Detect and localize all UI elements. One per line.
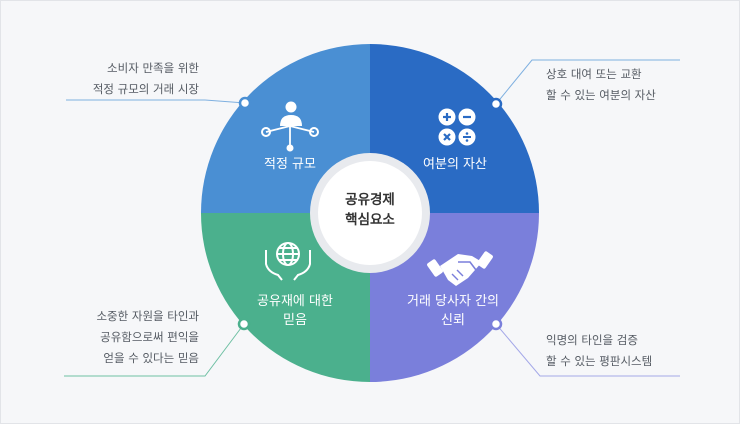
connector-bottom-right bbox=[495, 323, 680, 377]
quadrant-label-line: 적정 규모 bbox=[264, 157, 316, 172]
annotation-line: 얻을 수 있다는 믿음 bbox=[103, 351, 199, 365]
quadrant-label-line: 거래 당사자 간의 bbox=[407, 294, 499, 309]
quadrant-label-line: 여분의 자산 bbox=[423, 157, 487, 172]
center-title-line: 핵심요소 bbox=[345, 212, 395, 228]
quadrant-label-line: 신뢰 bbox=[441, 313, 465, 328]
handshake-icon bbox=[427, 251, 493, 286]
quadrant-label-bottom-left: 공유재에 대한 믿음 bbox=[230, 292, 360, 330]
connector-top-left bbox=[66, 99, 246, 104]
connector-top-right bbox=[495, 59, 680, 105]
annotation-bottom-right: 익명의 타인을 검증 할 수 있는 평판시스템 bbox=[546, 330, 652, 372]
center-circle bbox=[318, 161, 422, 265]
connector-bottom-left bbox=[64, 323, 245, 377]
annotation-line: 할 수 있는 여분의 자산 bbox=[546, 88, 656, 102]
math-operators-icon bbox=[438, 108, 476, 146]
annotation-bottom-left: 소중한 자원을 타인과 공유함으로써 편익을 얻을 수 있다는 믿음 bbox=[96, 306, 199, 369]
center-title: 공유경제 핵심요소 bbox=[320, 190, 420, 230]
quadrant-label-line: 공유재에 대한 bbox=[257, 294, 333, 309]
annotation-line: 상호 대여 또는 교환 bbox=[546, 67, 642, 81]
annotation-line: 공유함으로써 편익을 bbox=[100, 330, 199, 344]
annotation-top-right: 상호 대여 또는 교환 할 수 있는 여분의 자산 bbox=[546, 64, 656, 106]
annotation-line: 적정 규모의 거래 시장 bbox=[92, 82, 199, 96]
quadrant-label-bottom-right: 거래 당사자 간의 신뢰 bbox=[388, 292, 518, 330]
network-person-icon bbox=[261, 101, 319, 152]
quadrant-label-top-right: 여분의 자산 bbox=[390, 155, 520, 174]
annotation-line: 소중한 자원을 타인과 bbox=[96, 309, 199, 323]
annotation-line: 소비자 만족을 위한 bbox=[107, 61, 199, 75]
center-title-line: 공유경제 bbox=[345, 192, 395, 208]
connector-dot-top-left bbox=[238, 96, 252, 110]
quadrant-label-line: 믿음 bbox=[283, 313, 307, 328]
connector-dot-bottom-left bbox=[237, 317, 251, 331]
annotation-line: 할 수 있는 평판시스템 bbox=[546, 354, 653, 368]
quadrant-label-top-left: 적정 규모 bbox=[225, 155, 355, 174]
annotation-top-left: 소비자 만족을 위한 적정 규모의 거래 시장 bbox=[93, 58, 199, 100]
hands-globe-icon bbox=[265, 242, 311, 281]
annotation-line: 익명의 타인을 검증 bbox=[546, 333, 638, 347]
connector-dot-top-right bbox=[489, 97, 503, 111]
connector-dot-bottom-right bbox=[489, 317, 503, 331]
